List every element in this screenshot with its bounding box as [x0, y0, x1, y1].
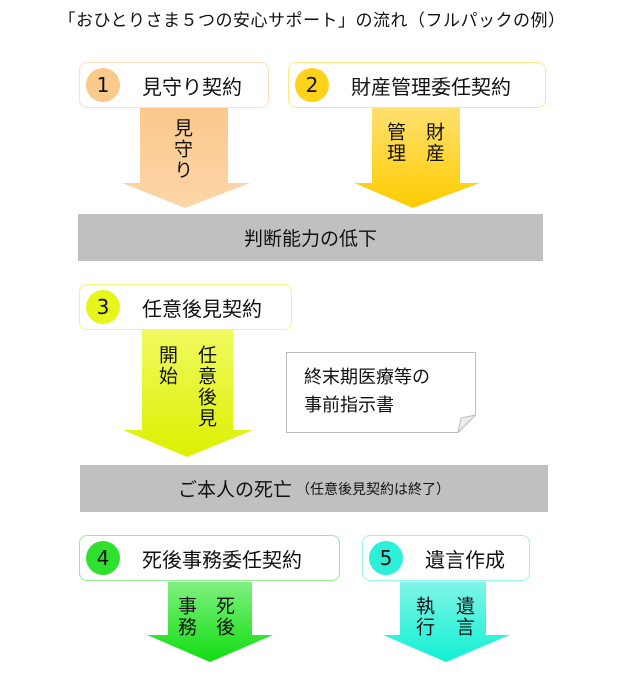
step-label: 任意後見契約 [142, 296, 262, 321]
arrow-text: 任意後見 [195, 345, 217, 429]
arrow-text: 管理 [384, 122, 406, 164]
note-line-1: 終末期医療等の [304, 367, 430, 388]
step-number-3: 3 [86, 290, 120, 324]
step-3-voluntary-guardianship: 3 任意後見契約 [79, 284, 292, 330]
event-decline: 判断能力の低下 [78, 214, 543, 261]
arrow-text: 開始 [156, 345, 178, 387]
arrow-text: 見守り [171, 118, 193, 181]
diagram-title: 「おひとりさま５つの安心サポート」の流れ（フルパックの例） [58, 11, 566, 31]
arrow-text: 事務 [175, 596, 197, 638]
event-sublabel: （任意後見契約は終了） [296, 481, 450, 498]
step-number-5: 5 [369, 541, 403, 575]
step-1-mimamori: 1 見守り契約 [79, 62, 269, 108]
advance-directive-note: 終末期医療等の 事前指示書 [286, 352, 476, 433]
step-label: 遺言作成 [425, 547, 505, 572]
event-label: ご本人の死亡 [177, 479, 292, 501]
step-number-1: 1 [86, 68, 120, 102]
arrow-text: 執行 [413, 596, 435, 638]
step-label: 財産管理委任契約 [351, 74, 511, 99]
arrow-text: 死後 [213, 596, 235, 638]
step-label: 死後事務委任契約 [142, 547, 302, 572]
step-number-2: 2 [295, 68, 329, 102]
folded-paper-icon [286, 352, 476, 433]
step-4-posthumous-affairs: 4 死後事務委任契約 [79, 535, 340, 581]
step-label: 見守り契約 [142, 74, 242, 99]
event-death: ご本人の死亡 （任意後見契約は終了） [80, 465, 548, 512]
step-2-property-management: 2 財産管理委任契約 [288, 62, 546, 108]
note-line-2: 事前指示書 [304, 395, 394, 416]
arrow-text: 財産 [423, 122, 445, 164]
step-number-4: 4 [86, 541, 120, 575]
arrow-text: 遺言 [453, 596, 475, 638]
event-label: 判断能力の低下 [243, 228, 377, 250]
step-5-will-creation: 5 遺言作成 [362, 535, 530, 581]
